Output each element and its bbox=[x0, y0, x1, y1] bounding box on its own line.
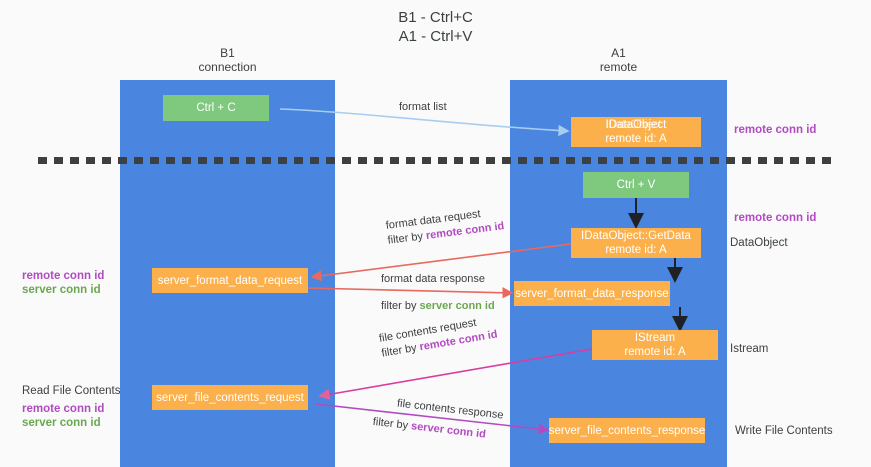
label-left-server-conn-id-2: server conn id bbox=[22, 417, 101, 429]
box-server-file-contents-request-label: server_file_contents_request bbox=[156, 391, 304, 404]
lane-header-b1: B1 connection bbox=[120, 46, 335, 74]
arrow-label-fdres-line1: format data response bbox=[381, 273, 485, 285]
box-getdata-line2: remote id: A bbox=[605, 244, 667, 256]
arrow-label-fcres-value: server conn id bbox=[410, 420, 487, 441]
label-left-read-file-contents: Read File Contents bbox=[22, 385, 121, 397]
box-idataobject-line2: remote id: A bbox=[605, 133, 667, 145]
label-left-server-conn-id: server conn id bbox=[22, 284, 101, 296]
phase-divider-line bbox=[38, 157, 834, 164]
box-server-format-data-response-label: server_format_data_response bbox=[515, 287, 669, 300]
page-title: B1 - Ctrl+C A1 - Ctrl+V bbox=[0, 8, 871, 46]
box-idataobject-line1-text: IDataObject bbox=[605, 119, 667, 131]
box-ctrl-v[interactable]: Ctrl + V bbox=[583, 172, 689, 198]
arrow-label-fdr-prefix: filter by bbox=[387, 230, 427, 247]
label-left-remote-conn-id: remote conn id bbox=[22, 270, 105, 282]
lane-header-b1-name: B1 bbox=[220, 46, 235, 60]
label-right-write-file-contents: Write File Contents bbox=[735, 425, 833, 437]
arrow-label-file-contents-request: file contents request filter by remote c… bbox=[378, 313, 499, 362]
box-getdata-line1: IDataObject::GetData bbox=[581, 230, 691, 242]
arrow-label-fdres-value: server conn id bbox=[419, 300, 495, 312]
title-line-2: A1 - Ctrl+V bbox=[398, 28, 473, 45]
label-right-dataobject: DataObject bbox=[730, 237, 788, 249]
label-right-remote-conn-id-mid: remote conn id bbox=[734, 212, 817, 224]
box-ctrl-v-label: Ctrl + V bbox=[616, 179, 656, 191]
box-server-file-contents-response[interactable]: server_file_contents_response bbox=[549, 418, 705, 443]
box-server-format-data-request[interactable]: server_format_data_request bbox=[152, 268, 308, 293]
title-line-1: B1 - Ctrl+C bbox=[398, 9, 473, 26]
box-ctrl-c[interactable]: Ctrl + C bbox=[163, 95, 269, 121]
box-server-file-contents-request[interactable]: server_file_contents_request bbox=[152, 385, 308, 410]
box-istream-line2: remote id: A bbox=[624, 346, 686, 358]
box-istream[interactable]: IStream remote id: A bbox=[592, 330, 718, 360]
lane-header-b1-role: connection bbox=[198, 60, 257, 74]
box-idataobject-line1: IDataObject IDataObject bbox=[605, 118, 667, 132]
lane-header-a1-role: remote bbox=[599, 60, 638, 74]
box-idataobject-line1-ghost: IDataObject bbox=[605, 119, 661, 131]
arrow-label-fcres-prefix: filter by bbox=[372, 415, 412, 433]
box-istream-line1: IStream bbox=[634, 332, 676, 344]
arrow-label-fdres-line2: filter by server conn id bbox=[381, 299, 495, 314]
arrow-label-file-contents-response: file contents response filter by server … bbox=[372, 394, 504, 444]
arrow-label-format-list: format list bbox=[399, 101, 447, 113]
box-idataobject-getdata[interactable]: IDataObject::GetData remote id: A bbox=[571, 228, 701, 258]
box-server-format-data-response[interactable]: server_format_data_response bbox=[514, 281, 670, 306]
arrow-label-format-data-response: format data response filter by server co… bbox=[381, 272, 495, 314]
box-server-file-contents-response-label: server_file_contents_response bbox=[548, 424, 706, 437]
label-right-remote-conn-id-top: remote conn id bbox=[734, 124, 817, 136]
box-ctrl-c-label: Ctrl + C bbox=[196, 102, 236, 114]
box-server-format-data-request-label: server_format_data_request bbox=[157, 274, 303, 287]
lane-header-a1: A1 remote bbox=[510, 46, 727, 74]
box-idataobject[interactable]: IDataObject IDataObject remote id: A bbox=[571, 117, 701, 147]
label-right-istream: Istream bbox=[730, 343, 769, 355]
label-left-remote-conn-id-2: remote conn id bbox=[22, 403, 105, 415]
lane-header-a1-name: A1 bbox=[611, 46, 626, 60]
arrow-label-format-data-request: format data request filter by remote con… bbox=[385, 204, 505, 248]
arrow-label-fdres-prefix: filter by bbox=[381, 300, 420, 312]
